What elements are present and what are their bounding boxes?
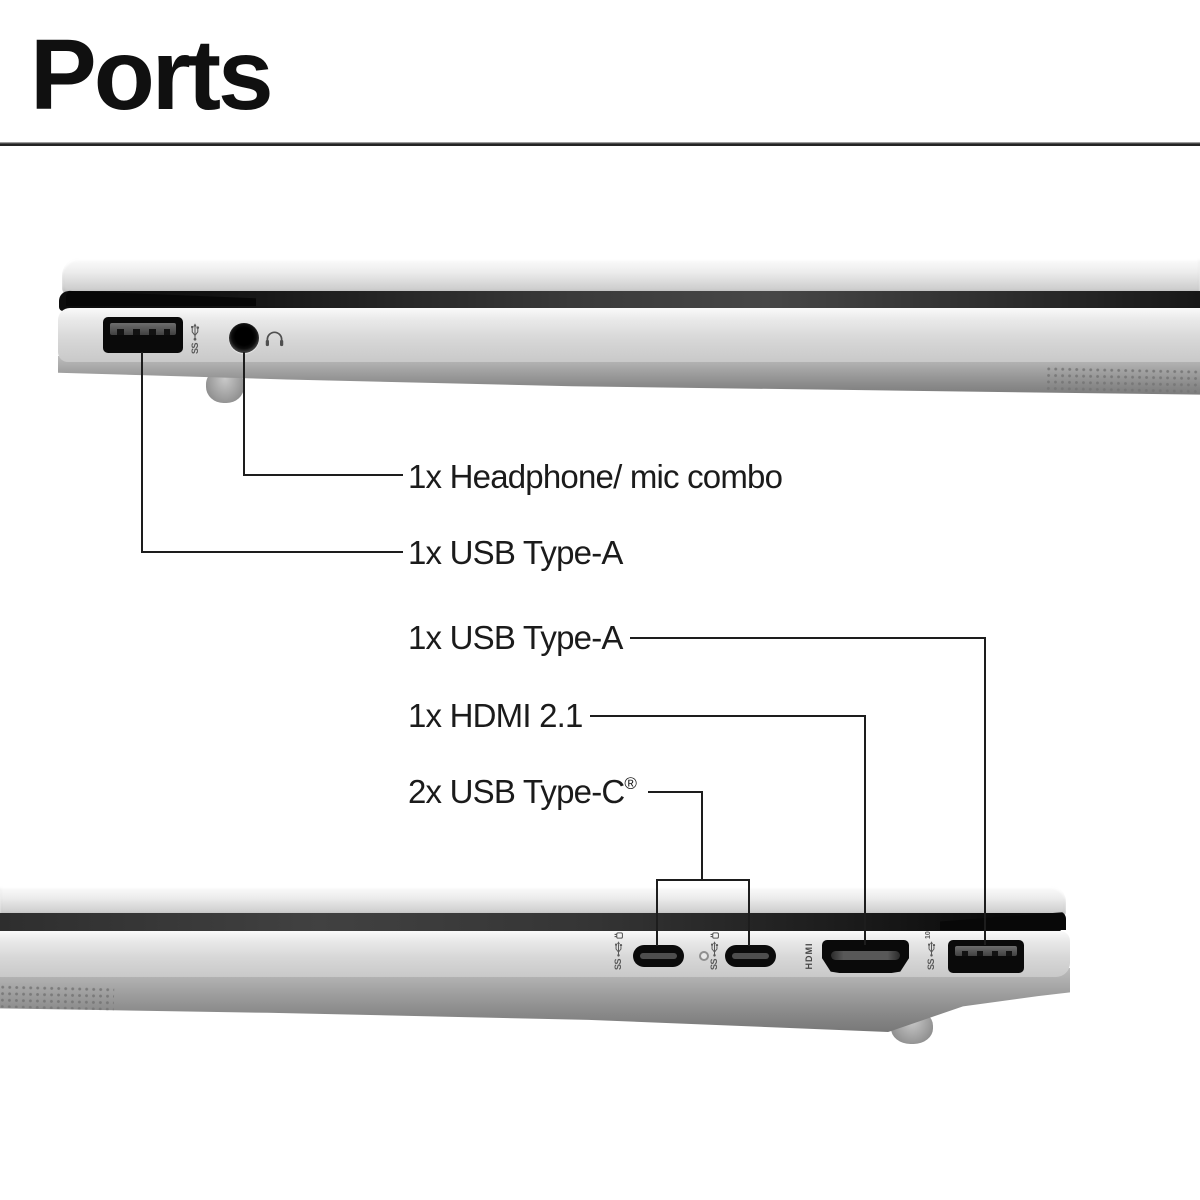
usb-a-pin <box>1005 951 1012 957</box>
speaker-grille <box>0 984 115 1011</box>
superspeed-text: SS <box>613 958 623 970</box>
page-title: Ports <box>30 19 274 131</box>
callout-line-usb-a-right-horizontal <box>630 637 986 639</box>
callout-line-usb-a-left-horizontal <box>141 551 403 553</box>
charging-plug-glyph <box>710 932 719 939</box>
callout-line-usb-c-branch-left <box>656 879 658 946</box>
usb-trident-glyph <box>710 941 718 957</box>
usb-superspeed-icon: SS <box>186 320 204 354</box>
usb-c-superspeed-icon: SS <box>705 932 723 970</box>
charging-plug-glyph <box>614 932 623 939</box>
usb-a-pin <box>117 329 124 335</box>
hinge-gap <box>59 291 1200 311</box>
callout-line-usb-c-horizontal <box>648 791 703 793</box>
usb-superspeed-10-icon: SS 10 <box>922 931 940 970</box>
callout-label-hdmi: 1x HDMI 2.1 <box>408 697 583 734</box>
usb-a-pin <box>961 951 968 957</box>
usb-c-slot <box>731 952 770 960</box>
usb-a-pin <box>149 329 156 335</box>
callout-line-hdmi-vertical <box>864 715 866 945</box>
usb-a-pin <box>976 951 983 957</box>
usb-c-slot <box>639 952 678 960</box>
usb-a-port-right-view <box>948 940 1024 973</box>
callout-line-usb-a-left-vertical <box>141 352 143 553</box>
hdmi-engraving: HDMI <box>804 942 814 970</box>
usb-a-tongue <box>954 945 1018 957</box>
usb-a-pin <box>992 951 999 957</box>
usb-trident-glyph <box>191 323 200 341</box>
callout-line-usb-c-branch-bar <box>656 879 750 881</box>
laptop-lid-edge <box>62 258 1200 294</box>
registered-mark: ® <box>624 774 637 793</box>
usb-c-superspeed-icon: SS <box>609 932 627 970</box>
usb-a-pin <box>163 329 171 335</box>
usb-c-port-1 <box>633 945 684 967</box>
charging-led-indicator <box>699 951 709 961</box>
ten-gbps-text: 10 <box>924 931 932 939</box>
hdmi-port <box>822 940 909 973</box>
callout-line-hdmi-horizontal <box>590 715 866 717</box>
callout-line-headphone-vertical <box>243 352 245 476</box>
hinge-gap <box>0 913 1064 933</box>
usb-trident-glyph <box>614 941 622 957</box>
headphone-jack <box>229 323 259 353</box>
callout-line-usb-c-branch-right <box>748 879 750 946</box>
screen-lid-edge-line <box>0 142 1200 146</box>
headphone-icon <box>265 331 284 347</box>
chassis-side <box>0 931 1070 977</box>
usb-a-pin <box>133 329 140 335</box>
usb-c-port-2 <box>725 945 776 967</box>
laptop-lid-edge <box>0 886 1066 916</box>
usb-a-port-left-view <box>103 317 183 353</box>
chassis-underside <box>0 968 1070 1032</box>
usb-a-tongue <box>110 323 176 335</box>
hdmi-slot <box>830 950 901 961</box>
callout-line-usb-a-right-vertical <box>984 637 986 945</box>
superspeed-text: SS <box>709 958 719 970</box>
callout-label-usb-c: 2x USB Type-C® <box>408 773 637 810</box>
usb-c-label-text: 2x USB Type-C <box>408 773 625 810</box>
usb-trident-glyph <box>927 941 935 957</box>
callout-line-usb-c-vertical <box>701 791 703 881</box>
callout-label-headphone: 1x Headphone/ mic combo <box>408 458 783 495</box>
speaker-grille <box>1045 366 1200 396</box>
callout-label-usb-a-right: 1x USB Type-A <box>408 619 623 656</box>
superspeed-text: SS <box>926 958 936 970</box>
callout-line-headphone-horizontal <box>243 474 403 476</box>
callout-label-usb-a-left: 1x USB Type-A <box>408 534 623 571</box>
superspeed-text: SS <box>190 342 200 354</box>
